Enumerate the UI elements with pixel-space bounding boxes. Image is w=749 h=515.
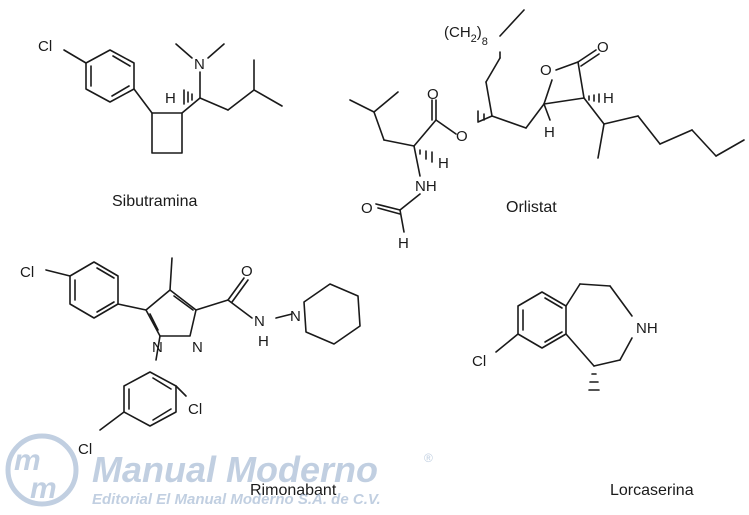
hydrogen-atom: H [603, 90, 614, 107]
watermark-brand: Manual Moderno [92, 449, 378, 490]
structure-rimonabant: Cl N N O N H N Cl Cl Rimonabant [20, 257, 361, 499]
structure-orlistat: (CH2)8 O O H H O O H NH O H Orlistat [349, 9, 745, 252]
compound-name-sibutramina: Sibutramina [112, 193, 197, 210]
nitrogen-atom: N [192, 339, 203, 356]
nitrogen-atom: NH [636, 320, 658, 337]
svg-text:m: m [30, 472, 57, 505]
oxygen-atom: O [241, 263, 253, 280]
hydrogen-atom: H [398, 235, 409, 252]
hydrogen-atom: H [438, 155, 449, 172]
compound-name-rimonabant: Rimonabant [250, 482, 337, 499]
hydrogen-atom: H [258, 333, 269, 350]
nitrogen-atom: N [194, 56, 205, 73]
svg-text:m: m [14, 444, 41, 477]
hashed-bond [588, 373, 600, 391]
chlorine-atom: Cl [188, 401, 202, 418]
chlorine-atom: Cl [472, 353, 486, 370]
nitrogen-atom: N [254, 313, 265, 330]
hashed-bond [588, 93, 600, 103]
nitrogen-atom: NH [415, 178, 437, 195]
hashed-bond [419, 149, 433, 163]
nitrogen-atom: N [290, 308, 301, 325]
oxygen-atom: O [427, 86, 439, 103]
oxygen-atom: O [597, 39, 609, 56]
chlorine-atom: Cl [38, 38, 52, 55]
ch2-group: (CH2)8 [444, 24, 488, 48]
hashed-bond [183, 89, 193, 105]
watermark: m m Manual Moderno ® Editorial El Manual… [5, 433, 433, 508]
structure-sibutramina: Cl N H Sibutramina [38, 38, 283, 210]
hydrogen-atom: H [544, 124, 555, 141]
watermark-logo: m m [5, 433, 79, 507]
compound-name-orlistat: Orlistat [506, 199, 557, 216]
oxygen-atom: O [361, 200, 373, 217]
oxygen-atom: O [540, 62, 552, 79]
watermark-publisher: Editorial El Manual Moderno S.A. de C.V. [92, 491, 381, 508]
hydrogen-atom: H [165, 90, 176, 107]
nitrogen-atom: N [152, 339, 163, 356]
oxygen-atom: O [456, 128, 468, 145]
chlorine-atom: Cl [78, 441, 92, 458]
compound-name-lorcaserina: Lorcaserina [610, 482, 694, 499]
hashed-bond [477, 110, 485, 122]
chlorine-atom: Cl [20, 264, 34, 281]
watermark-registered: ® [424, 451, 433, 465]
structure-lorcaserina: Cl NH Lorcaserina [472, 283, 694, 499]
